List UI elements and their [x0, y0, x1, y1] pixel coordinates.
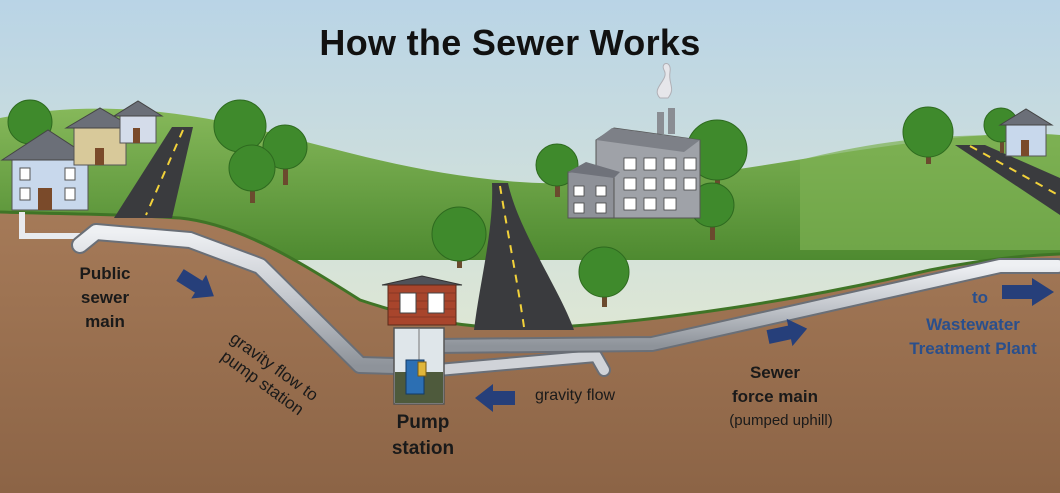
- treatment-plant-line: Treatment Plant: [909, 339, 1037, 358]
- road-right: [955, 145, 1060, 215]
- house-back: [112, 100, 164, 144]
- pumped-uphill-label: (pumped uphill): [729, 412, 833, 429]
- sewer-force-main-label: Sewer force main: [705, 361, 845, 409]
- pump-house: [381, 275, 463, 326]
- pipe-house-lateral: [19, 212, 80, 239]
- road-left-line: [145, 129, 184, 216]
- sewer-force-main-line-1: Sewer: [749, 363, 801, 382]
- pipe-gravity-return: [431, 349, 611, 377]
- house-right: [998, 108, 1054, 157]
- arrow-to-plant: [1002, 278, 1054, 306]
- factory: [567, 63, 701, 219]
- road-center: [474, 183, 574, 330]
- wastewater-line: Wastewater: [926, 315, 1020, 334]
- public-sewer-main-line-1: Public: [79, 264, 131, 283]
- public-sewer-main-line-2: sewer: [80, 288, 130, 307]
- to-label: to: [971, 288, 989, 307]
- house-mid: [64, 107, 136, 166]
- arrow-gravity-flow: [475, 384, 515, 412]
- pump-station-line-2: station: [391, 438, 455, 459]
- trees: [7, 99, 1019, 307]
- pipe-public-main: [71, 223, 405, 375]
- flow-arrows: [176, 269, 1054, 412]
- public-sewer-main-line-3: main: [85, 312, 125, 331]
- road-center-line: [499, 185, 525, 328]
- sewer-force-main-line-2: force main: [732, 387, 818, 406]
- road-right-line: [969, 145, 1060, 197]
- gravity-flow-label: gravity flow: [535, 387, 616, 404]
- house-front: [0, 129, 96, 211]
- arrow-force-main: [766, 318, 808, 347]
- pipe-force-main: [426, 258, 1060, 354]
- page-title: How the Sewer Works: [319, 22, 701, 63]
- wastewater-treatment-plant-label: Wastewater Treatment Plant: [888, 313, 1058, 361]
- pump-station-line-1: Pump: [396, 412, 450, 433]
- road-left: [114, 127, 193, 218]
- pump-station-label: Pump station: [383, 410, 463, 462]
- pump-station-vault: [393, 327, 445, 405]
- arrow-gravity-to-pump: [176, 269, 214, 299]
- public-sewer-main-label: Public sewer main: [60, 262, 150, 334]
